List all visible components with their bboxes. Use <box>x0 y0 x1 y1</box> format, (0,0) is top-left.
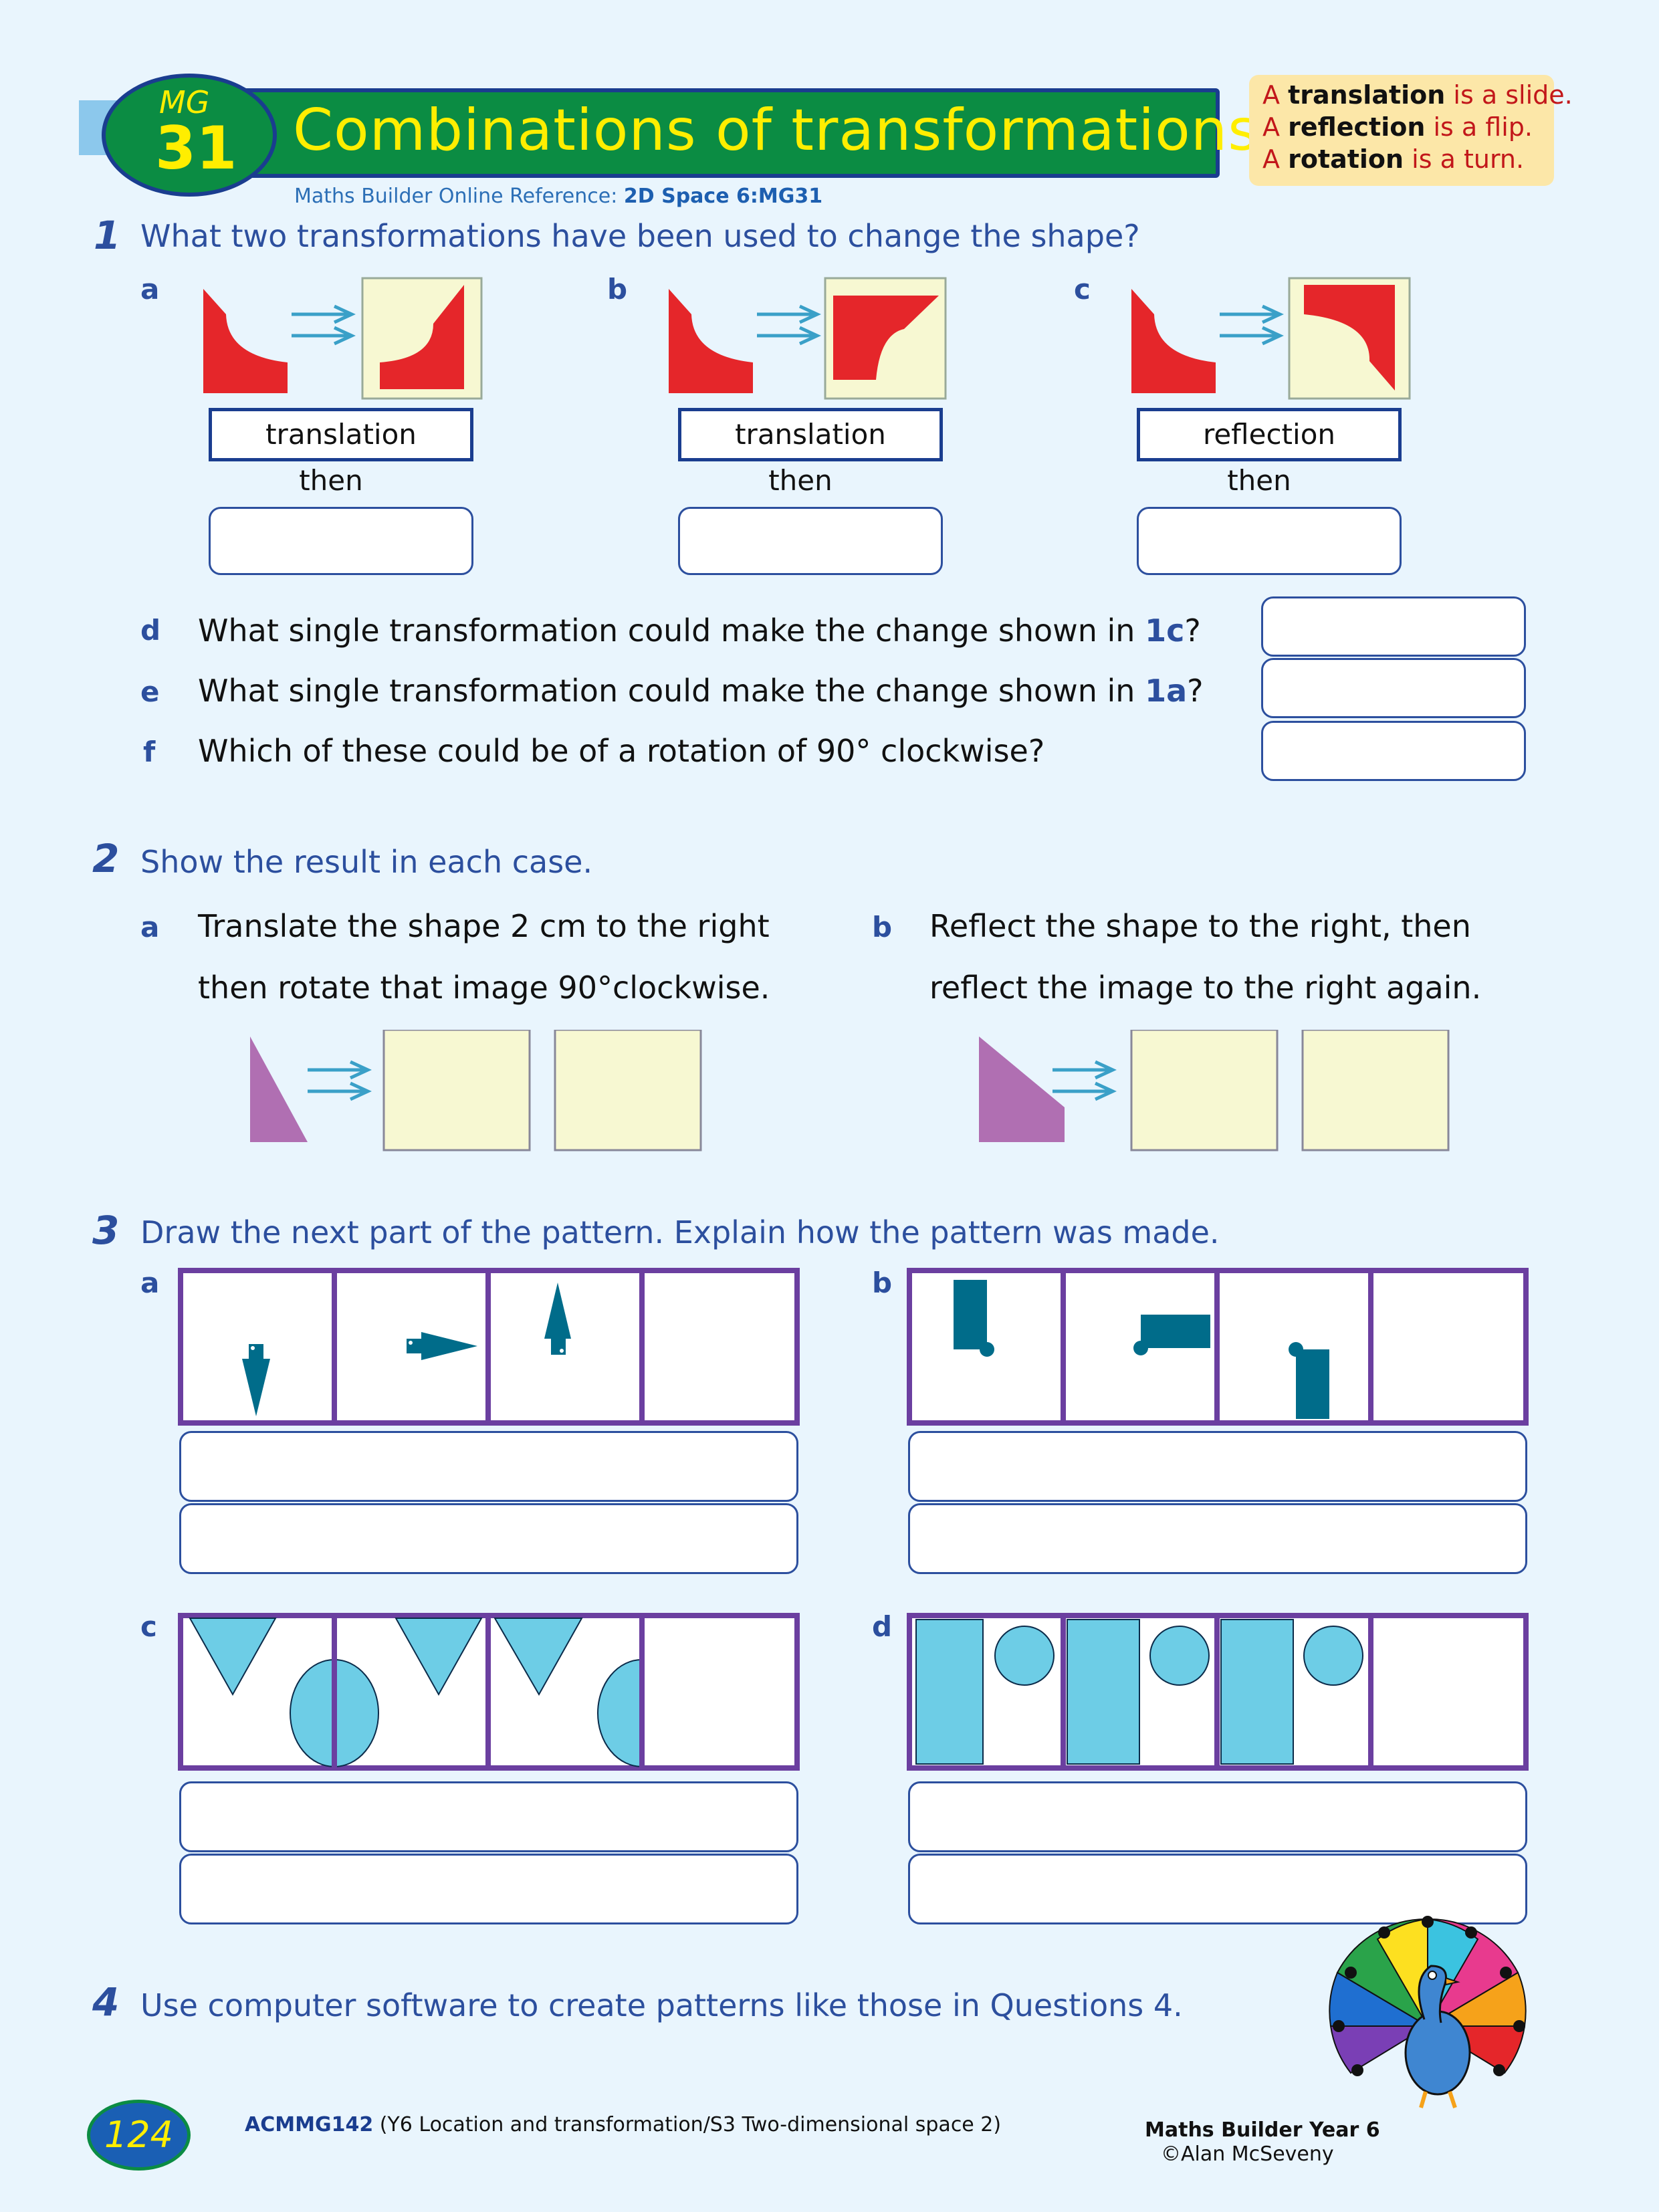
q1a-letter: a <box>140 273 160 306</box>
definition-rotation: A rotation is a turn. <box>1262 144 1525 174</box>
q3b-pattern <box>907 1268 1529 1426</box>
peacock-illustration <box>1329 1916 1527 2108</box>
q1b-diagram <box>669 277 947 400</box>
reference-value: 2D Space 6:MG31 <box>623 185 823 208</box>
q1b-first-transformation: translation <box>678 408 943 461</box>
q1a-diagram <box>203 277 483 400</box>
q3b-answer-line-1[interactable] <box>908 1431 1527 1502</box>
question-1-number: 1 <box>94 213 121 258</box>
q3a-answer-line-1[interactable] <box>179 1431 798 1502</box>
q1b-answer-box[interactable] <box>678 507 943 575</box>
page-number: 124 <box>87 2100 191 2171</box>
book-title: Maths Builder Year 6 <box>1145 2118 1380 2142</box>
question-1-text: What two transformations have been used … <box>140 218 1140 254</box>
reference-label: Maths Builder Online Reference: <box>294 185 618 208</box>
q2a-diagram <box>250 1030 702 1151</box>
q3c-letter: c <box>140 1610 157 1643</box>
q3c-answer-line-1[interactable] <box>179 1781 798 1852</box>
q2a-line1: Translate the shape 2 cm to the right <box>198 908 770 944</box>
q3b-answer-line-2[interactable] <box>908 1503 1527 1574</box>
q3a-answer-line-2[interactable] <box>179 1503 798 1574</box>
q1e-text: What single transformation could make th… <box>198 673 1204 709</box>
q3d-answer-line-1[interactable] <box>908 1781 1527 1852</box>
q3a-pattern <box>178 1268 800 1426</box>
q1f-text: Which of these could be of a rotation of… <box>198 733 1045 769</box>
q2a-line2: then rotate that image 90°clockwise. <box>198 970 770 1006</box>
q2b-line2: reflect the image to the right again. <box>929 970 1482 1006</box>
q2b-letter: b <box>872 911 893 944</box>
question-3-number: 3 <box>92 1208 120 1253</box>
q3c-pattern <box>178 1613 800 1771</box>
q3d-answer-line-2[interactable] <box>908 1854 1527 1924</box>
badge-number: 31 <box>155 114 237 183</box>
q2b-line1: Reflect the shape to the right, then <box>929 908 1471 944</box>
q3a-arrow-down <box>242 1344 270 1416</box>
q1c-letter: c <box>1074 273 1091 306</box>
q3a-arrow-up <box>544 1283 571 1355</box>
question-3-text: Draw the next part of the pattern. Expla… <box>140 1214 1220 1250</box>
copyright: ©Alan McSeveny <box>1161 2142 1334 2166</box>
q3c-answer-line-2[interactable] <box>179 1854 798 1924</box>
q1b-letter: b <box>607 273 628 306</box>
page-title: Combinations of transformations <box>293 97 1259 164</box>
q3a-arrow-right <box>407 1332 477 1360</box>
title-bar <box>201 88 1220 178</box>
q2a-letter: a <box>140 911 160 944</box>
q3d-letter: d <box>872 1610 893 1643</box>
q2b-diagram <box>979 1030 1450 1151</box>
chapter-badge <box>102 74 277 197</box>
question-4-number: 4 <box>92 1979 120 2025</box>
q3b-letter: b <box>872 1266 893 1299</box>
question-4-text: Use computer software to create patterns… <box>140 1987 1183 2023</box>
badge-mg-label: MG <box>159 84 210 120</box>
q1f-letter: f <box>143 736 156 768</box>
q1b-then-label: then <box>768 464 833 497</box>
curriculum-code: ACMMG142 (Y6 Location and transformation… <box>245 2113 1002 2136</box>
q1f-answer-box[interactable] <box>1261 721 1526 781</box>
question-2-text: Show the result in each case. <box>140 844 593 880</box>
q1a-answer-box[interactable] <box>209 507 473 575</box>
q1d-answer-box[interactable] <box>1261 596 1526 657</box>
q1c-then-label: then <box>1227 464 1291 497</box>
q1d-text: What single transformation could make th… <box>198 613 1201 649</box>
q1c-first-transformation: reflection <box>1137 408 1402 461</box>
online-reference: Maths Builder Online Reference: 2D Space… <box>294 185 822 208</box>
definition-reflection: A reflection is a flip. <box>1262 112 1533 142</box>
q3a-letter: a <box>140 1266 160 1299</box>
q1d-letter: d <box>140 614 161 647</box>
q3d-pattern <box>907 1613 1529 1771</box>
definitions-box: A translation is a slide. A reflection i… <box>1249 75 1573 186</box>
q1e-answer-box[interactable] <box>1261 658 1526 718</box>
q1a-first-transformation: translation <box>209 408 473 461</box>
q1c-answer-box[interactable] <box>1137 507 1402 575</box>
question-2-number: 2 <box>92 836 120 881</box>
q1a-then-label: then <box>299 464 363 497</box>
definition-translation: A translation is a slide. <box>1262 80 1573 110</box>
q1c-diagram <box>1131 277 1411 400</box>
q1e-letter: e <box>140 675 160 708</box>
